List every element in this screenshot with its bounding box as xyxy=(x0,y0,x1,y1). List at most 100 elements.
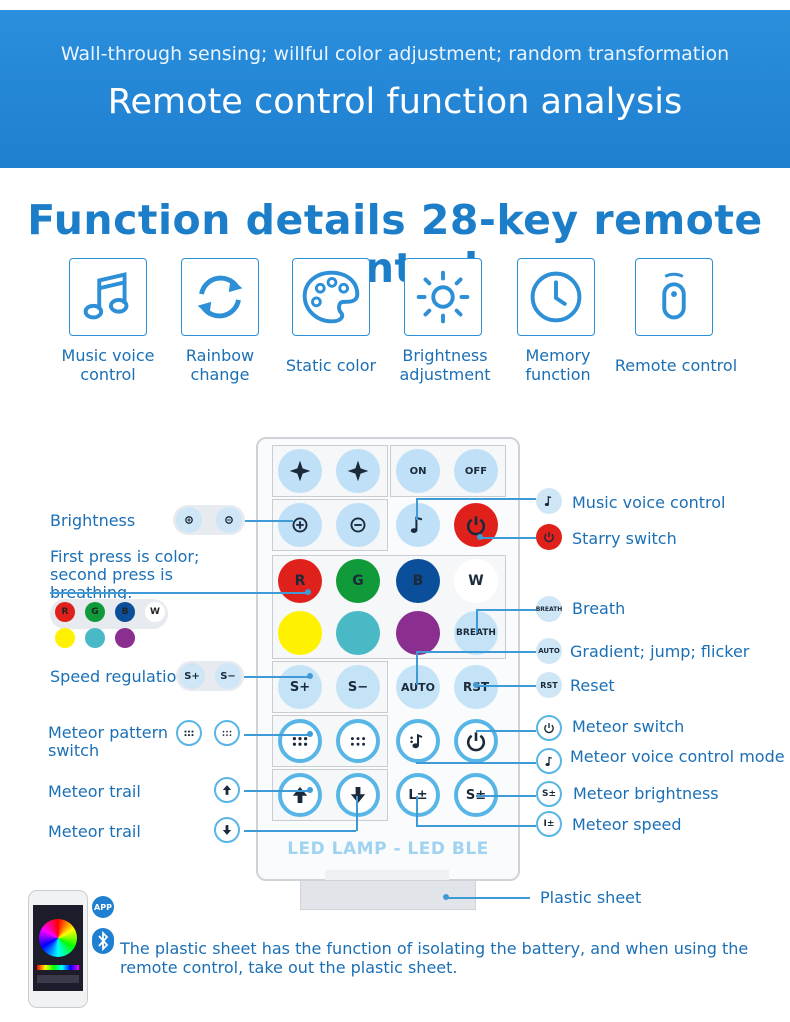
label-reset: Reset xyxy=(570,676,615,695)
mini-blue: B xyxy=(115,602,135,622)
meteor-voice-key[interactable] xyxy=(396,719,440,763)
feature-label: Static color xyxy=(285,356,377,375)
mini-auto: AUTO xyxy=(536,638,562,664)
feature-label: Remote control xyxy=(614,356,738,375)
speed-down-key[interactable]: S− xyxy=(336,665,380,709)
label-breath: Breath xyxy=(572,599,626,618)
leader-line xyxy=(244,790,310,792)
mini-breath: BREATH xyxy=(536,596,562,622)
leader-line xyxy=(480,537,536,539)
mini-meteor-brightness: S± xyxy=(536,781,562,807)
label-color: First press is color; second press is br… xyxy=(50,547,200,602)
leader-line xyxy=(244,734,310,736)
blue-key[interactable]: B xyxy=(396,559,440,603)
meteor-power-icon xyxy=(536,715,562,741)
leader-line xyxy=(244,676,310,678)
clock-icon xyxy=(517,258,595,336)
leader-dot xyxy=(473,682,479,688)
banner-title: Remote control function analysis xyxy=(107,82,683,122)
meteor-trail-up-key[interactable] xyxy=(278,773,322,817)
refresh-icon xyxy=(181,258,259,336)
leader-dot xyxy=(477,534,483,540)
label-plastic-sheet: Plastic sheet xyxy=(540,888,642,907)
power-icon xyxy=(536,524,562,550)
palette-icon xyxy=(292,258,370,336)
leader-dot xyxy=(307,731,313,737)
meteor-power-key[interactable] xyxy=(454,719,498,763)
feature-label: Memory function xyxy=(525,346,591,384)
yellow-key[interactable] xyxy=(278,611,322,655)
off-key[interactable]: OFF xyxy=(454,449,498,493)
bluetooth-icon xyxy=(92,928,114,954)
leader-dot xyxy=(443,894,449,900)
leader-line xyxy=(416,498,418,520)
mini-white: W xyxy=(145,602,165,622)
remote-icon xyxy=(635,258,713,336)
meteor-pattern-key-2[interactable] xyxy=(336,719,380,763)
leader-line xyxy=(245,520,293,522)
sun-minus-icon xyxy=(216,507,242,533)
green-key[interactable]: G xyxy=(336,559,380,603)
label-meteor-pattern: Meteor pattern switch xyxy=(48,723,169,760)
music-note-icon xyxy=(536,488,562,514)
music-note-icon xyxy=(69,258,147,336)
label-meteor-switch: Meteor switch xyxy=(572,717,685,736)
label-music-voice: Music voice control xyxy=(572,493,726,512)
meteor-trail-down-key[interactable] xyxy=(336,773,380,817)
plastic-sheet xyxy=(300,880,476,910)
remote-control: ON OFF R G B W BREATH S+ S− AUTO RST xyxy=(256,437,520,881)
breath-key[interactable]: BREATH xyxy=(454,611,498,655)
app-controls xyxy=(37,975,79,983)
mini-speed-down: S− xyxy=(215,663,241,689)
phone-image xyxy=(28,890,88,1008)
mini-red: R xyxy=(55,602,75,622)
leader-line xyxy=(476,609,478,633)
banner-subtitle: Wall-through sensing; willful color adju… xyxy=(60,43,730,65)
mini-meteor-pattern-2-icon xyxy=(214,720,240,746)
mini-yellow xyxy=(55,628,75,648)
meteor-pattern-key-1[interactable] xyxy=(278,719,322,763)
starry-key-1[interactable] xyxy=(278,449,322,493)
label-meteor-speed: Meteor speed xyxy=(572,815,682,834)
red-key[interactable]: R xyxy=(278,559,322,603)
white-key[interactable]: W xyxy=(454,559,498,603)
teal-key[interactable] xyxy=(336,611,380,655)
sun-icon xyxy=(404,258,482,336)
meteor-speed-key[interactable]: L± xyxy=(396,773,440,817)
speed-up-key[interactable]: S+ xyxy=(278,665,322,709)
mini-meteor-pattern-1-icon xyxy=(176,720,202,746)
label-meteor-trail-down: Meteor trail xyxy=(48,822,141,841)
leader-line xyxy=(476,685,536,687)
label-meteor-trail-up: Meteor trail xyxy=(48,782,141,801)
on-key[interactable]: ON xyxy=(396,449,440,493)
starry-key-2[interactable] xyxy=(336,449,380,493)
leader-line xyxy=(416,762,536,764)
leader-line xyxy=(416,796,418,826)
sun-plus-icon xyxy=(176,507,202,533)
brightness-down-key[interactable] xyxy=(336,503,380,547)
leader-line xyxy=(416,498,536,500)
purple-key[interactable] xyxy=(396,611,440,655)
leader-line xyxy=(476,795,536,797)
feature-label: Brightness adjustment xyxy=(399,346,491,384)
leader-line xyxy=(244,830,356,832)
leader-line xyxy=(476,609,536,611)
feature-label: Music voice control xyxy=(61,346,155,384)
label-starry-switch: Starry switch xyxy=(572,529,677,548)
leader-dot xyxy=(307,673,313,679)
leader-line xyxy=(416,825,536,827)
leader-line xyxy=(356,796,358,831)
starry-power-key[interactable] xyxy=(454,503,498,547)
remote-brand-label: LED LAMP - LED BLE xyxy=(287,839,489,859)
phone-screen xyxy=(33,905,83,991)
music-key[interactable] xyxy=(396,503,440,547)
arrow-down-icon xyxy=(214,817,240,843)
leader-line xyxy=(446,897,530,899)
brightness-up-key[interactable] xyxy=(278,503,322,547)
auto-key[interactable]: AUTO xyxy=(396,665,440,709)
leader-dot xyxy=(305,589,311,595)
mini-green: G xyxy=(85,602,105,622)
label-brightness: Brightness xyxy=(50,511,136,530)
leader-line xyxy=(416,651,418,685)
leader-dot xyxy=(307,787,313,793)
